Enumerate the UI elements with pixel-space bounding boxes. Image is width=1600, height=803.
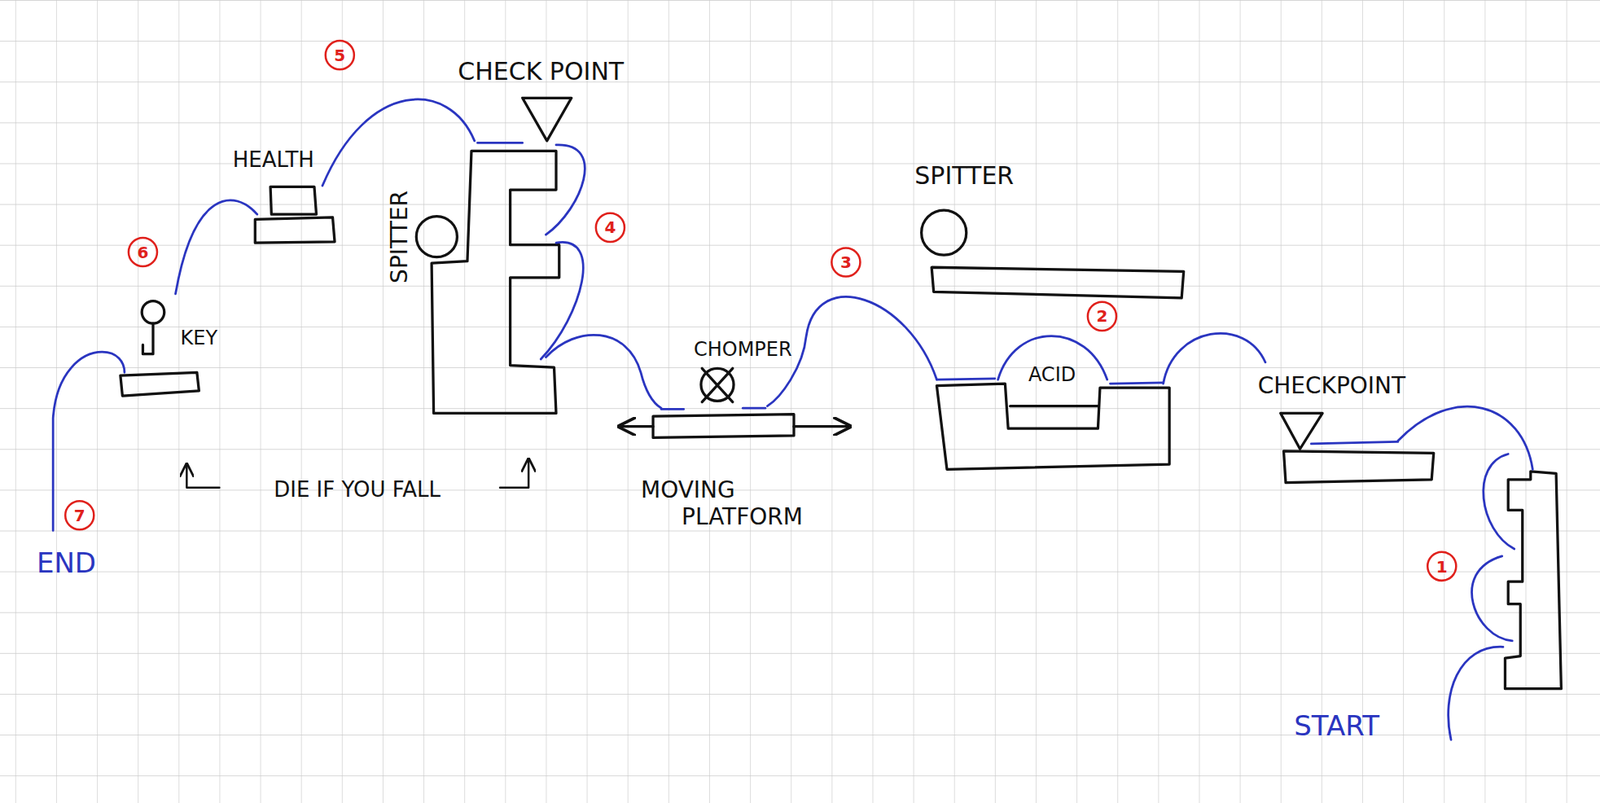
checkpoint-flag (522, 97, 572, 141)
start-label: START (1293, 710, 1380, 743)
walk-path (1310, 441, 1399, 444)
bracket-arrow (186, 464, 220, 488)
jump-arc (52, 351, 125, 531)
platform (120, 372, 199, 396)
callout-circle (596, 213, 625, 242)
jump-arc (545, 334, 662, 408)
enemy-label: SPITTER (914, 161, 1014, 190)
platform (254, 217, 335, 243)
acid-surface (1010, 404, 1099, 408)
callout-number: 6 (136, 242, 149, 262)
jump-arc (767, 296, 937, 406)
callout-circle (1087, 302, 1117, 331)
wall-tower (1504, 471, 1561, 689)
platform-label: MOVING PLATFORM (640, 477, 845, 530)
spitter-enemy (921, 210, 967, 255)
callout-number: 7 (74, 505, 86, 525)
key-pickup (142, 323, 154, 355)
bracket-arrow (499, 459, 529, 488)
callout-circle (65, 500, 94, 530)
callout-circle (1427, 552, 1456, 581)
callout-number: 4 (604, 218, 616, 237)
callout-number: 1 (1436, 556, 1448, 576)
walk-path (477, 141, 522, 145)
callout-number: 5 (333, 45, 346, 65)
walk-path (936, 378, 995, 380)
moving-platform (653, 414, 794, 439)
checkpoint-label: CHECK POINT (457, 56, 624, 86)
note-label: DIE IF YOU FALL (273, 477, 441, 503)
wall-tower (431, 150, 560, 413)
jump-arc (1472, 556, 1513, 641)
checkpoint-label: CHECKPOINT (1258, 372, 1406, 399)
jump-arc (1163, 333, 1266, 384)
pickup-label: HEALTH (232, 148, 315, 173)
callout-number: 2 (1095, 306, 1108, 326)
jump-arc (1448, 646, 1504, 740)
jump-arc (175, 200, 258, 294)
jump-arc (540, 241, 584, 360)
acid-pit (936, 383, 1170, 470)
spitter-enemy (416, 216, 457, 258)
motion-arrow (793, 425, 851, 428)
enemy-label: SPITTER (386, 190, 413, 284)
key-pickup (141, 301, 165, 325)
health-pickup (270, 186, 316, 215)
callout-circle (128, 237, 158, 267)
motion-arrow (619, 425, 654, 428)
jump-arc (1483, 454, 1515, 550)
jump-arc (1398, 406, 1533, 470)
callout-circle (325, 40, 355, 70)
end-label: END (36, 547, 97, 579)
jump-arc (545, 144, 585, 235)
walk-path (1109, 382, 1163, 384)
platform (931, 267, 1184, 299)
platform (1284, 451, 1434, 483)
jump-arc (322, 99, 475, 186)
enemy-label: CHOMPER (693, 338, 793, 362)
walk-path (742, 407, 766, 410)
chomper-cross (701, 368, 733, 402)
callout-circle (831, 247, 860, 277)
walk-path (661, 407, 684, 411)
hazard-label: ACID (1028, 363, 1076, 387)
callout-number: 3 (840, 253, 852, 272)
pickup-label: KEY (180, 327, 219, 351)
